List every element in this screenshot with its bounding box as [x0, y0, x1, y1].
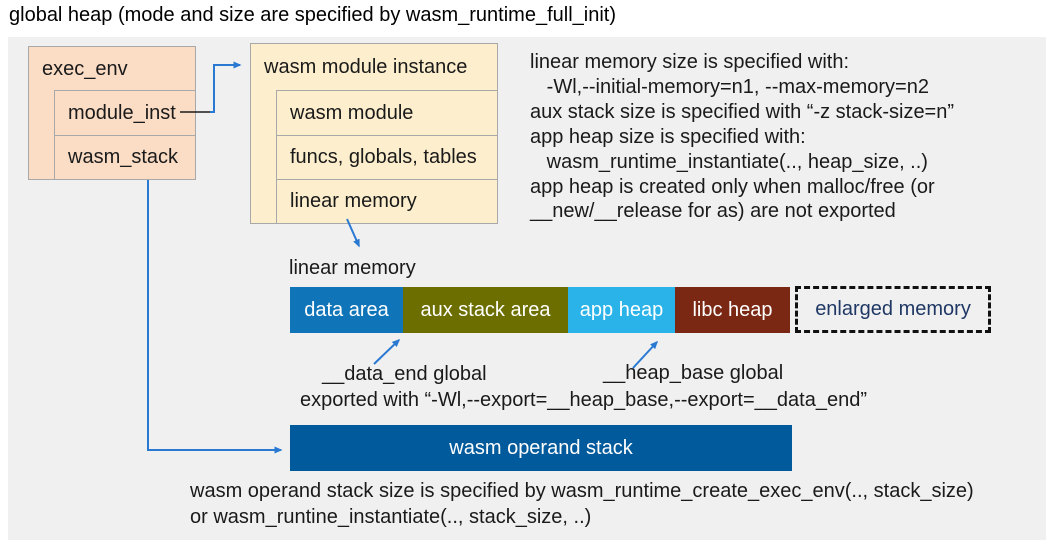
diagram-title: global heap (mode and size are specified…	[9, 4, 616, 26]
module-instance-field-funcs-globals-tables: funcs, globals, tables	[276, 135, 498, 180]
module-instance-field-wasm-module: wasm module	[276, 90, 498, 136]
note-line: aux stack size is specified with “-z sta…	[530, 100, 955, 123]
segment-app-heap: app heap	[568, 287, 675, 333]
segment-enlarged-memory: enlarged memory	[795, 286, 991, 333]
linear-memory-label: linear memory	[289, 257, 416, 279]
note-line: app heap size is specified with:	[530, 125, 806, 148]
exec-env-title: exec_env	[42, 57, 128, 80]
note-line: linear memory size is specified with:	[530, 51, 849, 73]
size-notes: linear memory size is specified with: -W…	[530, 50, 954, 224]
exec-env-field-module-inst: module_inst	[54, 90, 196, 136]
segment-libc-heap: libc heap	[675, 287, 790, 333]
data-end-global-label: __data_end global	[322, 363, 487, 385]
note-line: wasm_runtime_instantiate(.., heap_size, …	[530, 150, 928, 173]
operand-stack-notes: wasm operand stack size is specified by …	[190, 479, 974, 530]
segment-aux-stack-area: aux stack area	[403, 287, 568, 333]
note-line: app heap is created only when malloc/fre…	[530, 175, 935, 198]
note-line: -Wl,--initial-memory=n1, --max-memory=n2	[530, 75, 929, 98]
heap-base-global-label: __heap_base global	[603, 362, 784, 384]
exec-env-box: exec_env module_inst wasm_stack	[28, 46, 196, 180]
note-line: or wasm_runtine_instantiate(.., stack_si…	[190, 505, 592, 528]
module-instance-field-linear-memory: linear memory	[276, 179, 498, 224]
note-line: wasm operand stack size is specified by …	[190, 480, 974, 502]
note-line: __new/__release for as) are not exported	[530, 200, 896, 223]
segment-data-area: data area	[290, 287, 403, 333]
module-instance-title: wasm module instance	[264, 56, 468, 78]
export-note: exported with “-Wl,--export=__heap_base,…	[300, 389, 867, 411]
wasm-operand-stack-bar: wasm operand stack	[290, 425, 792, 471]
module-instance-box: wasm module instance wasm module funcs, …	[250, 43, 498, 224]
exec-env-field-wasm-stack: wasm_stack	[54, 135, 196, 180]
